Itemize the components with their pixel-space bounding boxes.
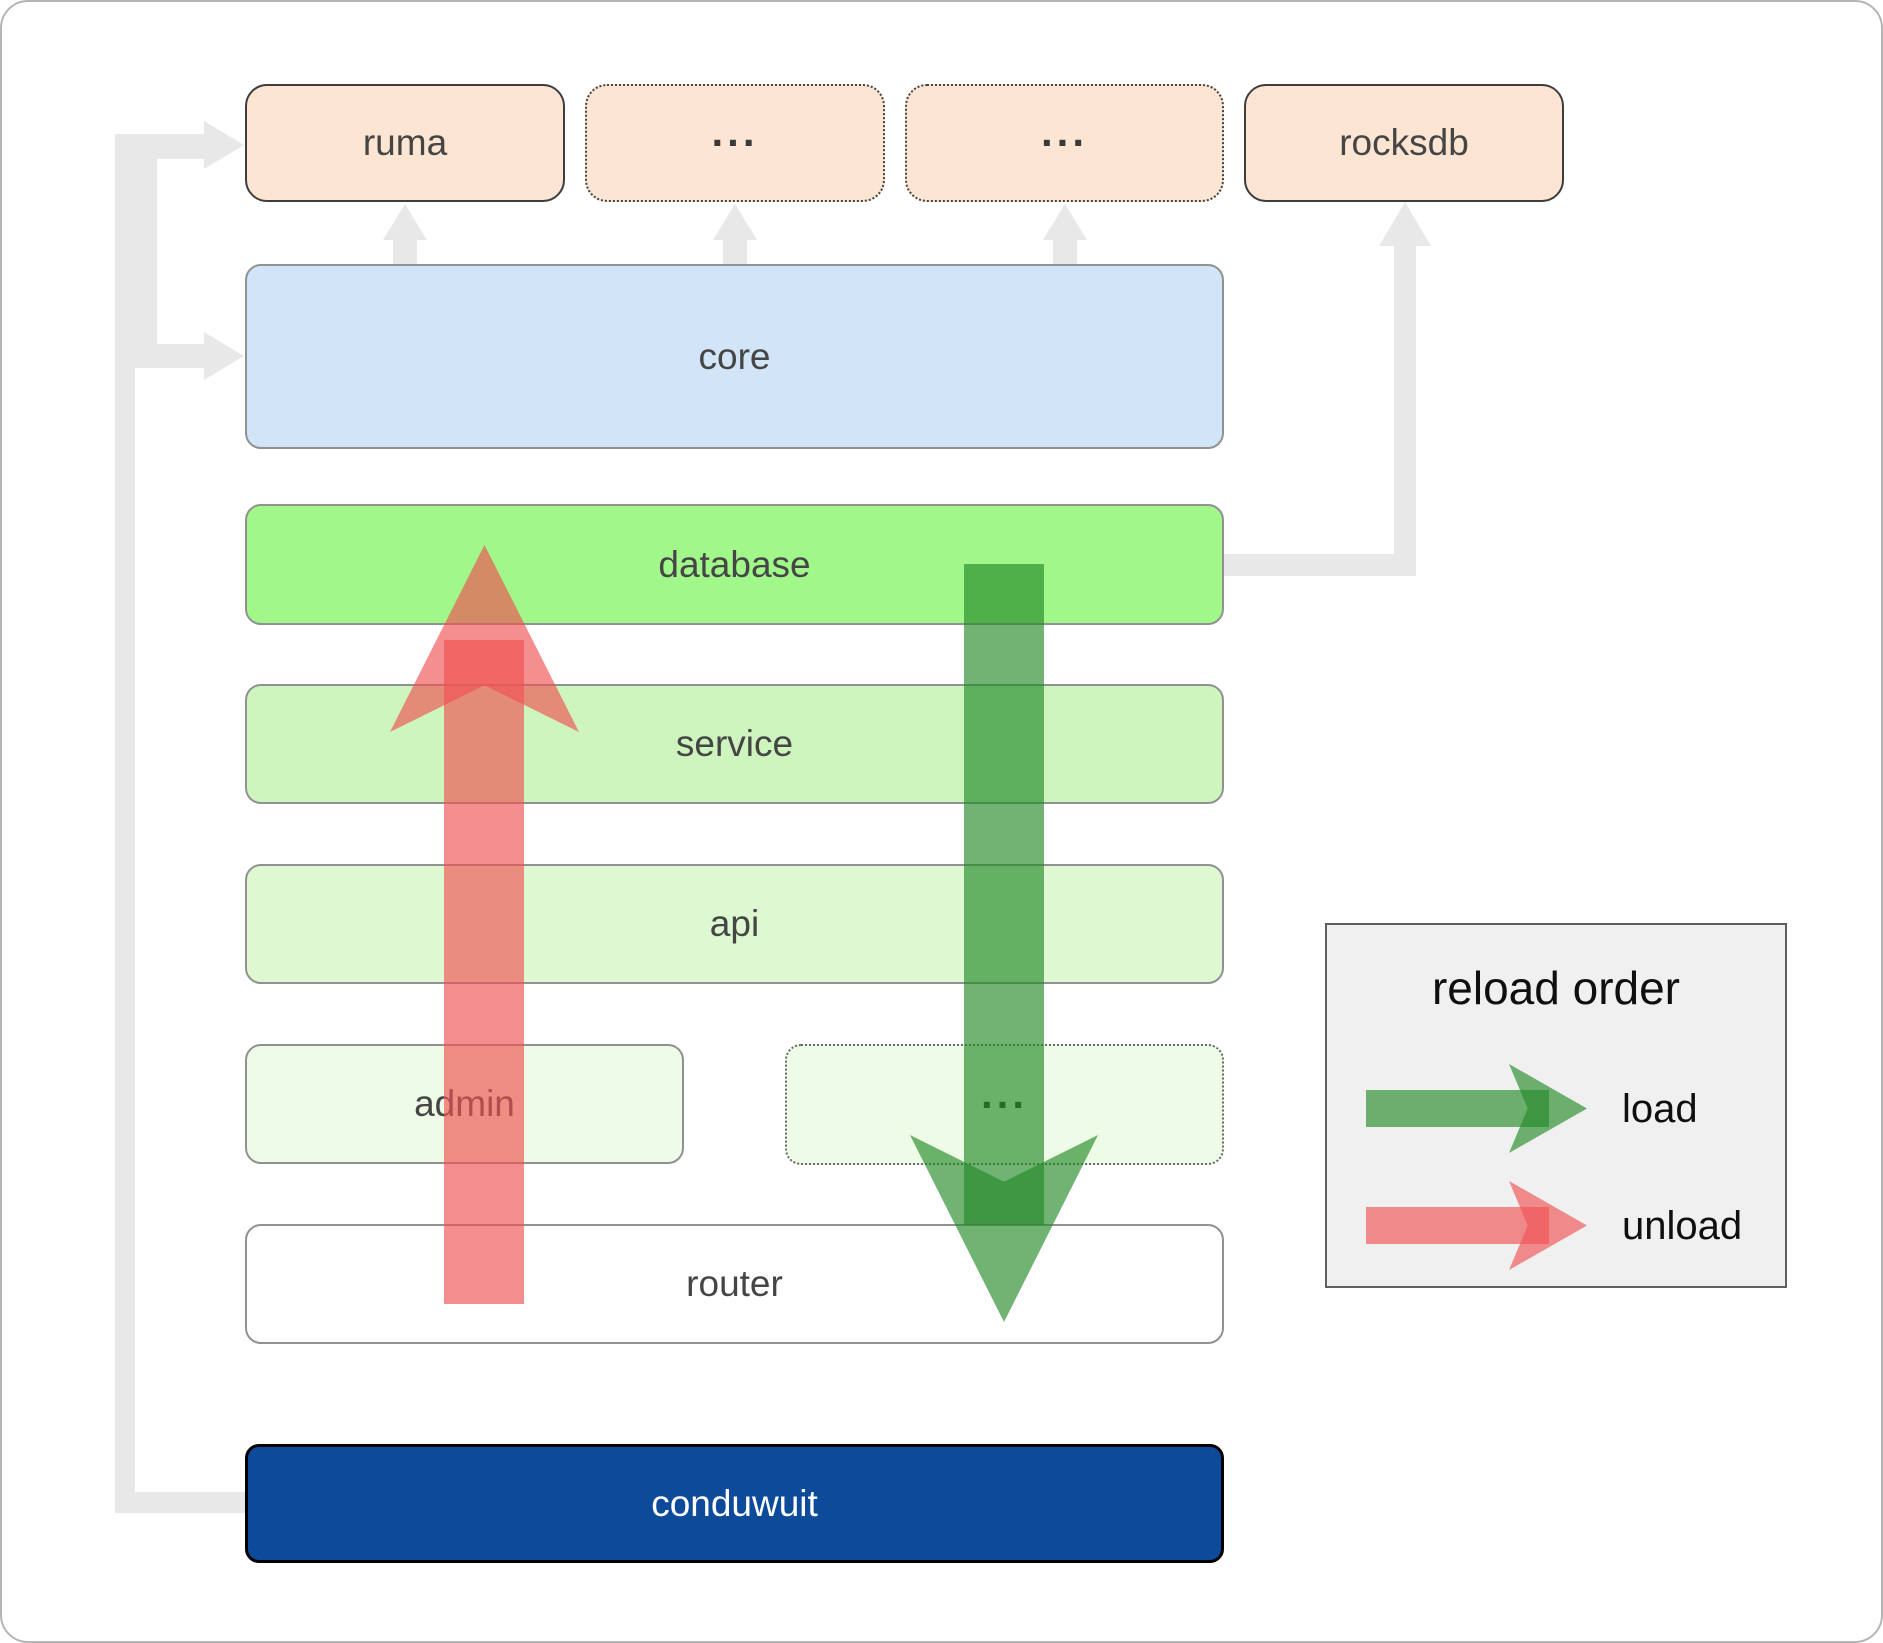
legend-title: reload order (1431, 962, 1681, 1014)
legend-load-arrow-shaft (1366, 1090, 1549, 1127)
box-core: core (245, 264, 1224, 449)
legend-load-label: load (1622, 1087, 1698, 1131)
connector-ruma-branch (115, 134, 204, 159)
box-database: database (245, 504, 1224, 625)
box-conduwuit: conduwuit (245, 1444, 1224, 1563)
load-arrow-shaft (964, 564, 1044, 1225)
box-api-label: api (709, 903, 760, 944)
legend-box: reload order load unload (1325, 923, 1787, 1288)
box-database-label: database (658, 543, 811, 585)
ellipsis-label: ... (711, 108, 759, 155)
unload-arrow-shaft (444, 640, 524, 1304)
core-arrowhead-icon (204, 332, 244, 380)
core-to-ruma-arrowhead-icon (383, 204, 427, 240)
box-router-label: router (686, 1263, 783, 1304)
box-core-label: core (698, 335, 771, 377)
box-conduwuit-label: conduwuit (651, 1482, 818, 1524)
box-rocksdb: rocksdb (1244, 84, 1564, 202)
box-ruma-label: ruma (362, 122, 448, 163)
connector-left-vertical (115, 134, 135, 1513)
connector-database-rocksdb-vertical (1394, 244, 1416, 576)
rocksdb-arrowhead-icon (1379, 202, 1431, 246)
core-to-ellipsis2-arrowhead-icon (1043, 204, 1087, 240)
ruma-arrowhead-icon (204, 121, 244, 169)
box-ruma: ruma (245, 84, 565, 202)
core-to-ellipsis1-arrow-shaft (723, 238, 747, 264)
connector-database-rocksdb-horizontal (1224, 554, 1416, 576)
core-to-ruma-arrow-shaft (393, 238, 417, 264)
box-router: router (245, 1224, 1224, 1344)
ellipsis-label: ... (1040, 108, 1088, 155)
legend-unload-label: unload (1622, 1204, 1743, 1248)
core-to-ellipsis2-arrow-shaft (1053, 238, 1077, 264)
box-api: api (245, 864, 1224, 984)
box-service: service (245, 684, 1224, 804)
connector-core-vertical (135, 159, 157, 368)
connector-core-branch (135, 344, 204, 368)
legend-unload-arrow-shaft (1366, 1207, 1549, 1244)
core-to-ellipsis1-arrowhead-icon (713, 204, 757, 240)
box-ellipsis-top-2: ... (905, 84, 1224, 202)
box-ellipsis-top-1: ... (585, 84, 885, 202)
connector-conduwuit-horizontal (115, 1492, 245, 1513)
box-service-label: service (675, 723, 794, 764)
box-rocksdb-label: rocksdb (1339, 122, 1469, 163)
